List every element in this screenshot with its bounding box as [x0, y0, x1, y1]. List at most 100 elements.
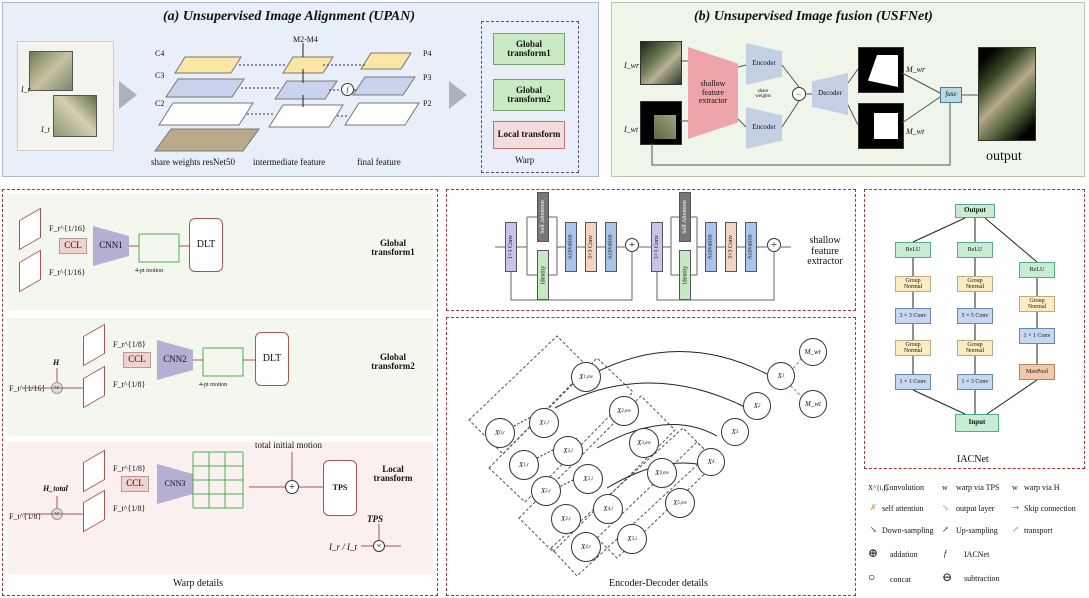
layer-p4: P4 [423, 49, 432, 58]
g1-dlt: DLT [189, 218, 223, 272]
legend-subtraction: subtraction [964, 574, 1000, 583]
local-ft: F_t^{1/8} [113, 504, 146, 513]
self-attention-block: Self Attention [537, 192, 549, 242]
conv1x1-block: 1×1 Conv [651, 222, 663, 272]
conv3x3-block: 3×3 Conv [725, 222, 737, 272]
local-tps-label: TPS [367, 514, 384, 524]
legend-sym-h: w [1012, 483, 1018, 492]
local-tps: TPS [323, 460, 357, 516]
warp-group [481, 21, 579, 173]
label-m2-m4: M2-M4 [293, 35, 318, 44]
upan-title: (a) Unsupervised Image Alignment (UPAN) [163, 9, 415, 24]
shallow-fe-connectors [495, 216, 791, 301]
g2-h: H [53, 358, 60, 367]
fuse-block: fuse [940, 87, 962, 103]
iac-c2-conv5: 5 × 5 Conv [957, 308, 993, 324]
legend-sym-conv: X^{i,j} [868, 484, 889, 492]
output-image [978, 47, 1036, 141]
node-mwr: M_wr [799, 338, 827, 366]
legend-sym-tps: w [942, 483, 948, 492]
caption-resnet: share weights resNet50 [151, 157, 235, 167]
input-image-ref [29, 51, 73, 91]
legend-panel: X^{i,j} Convolution w warp via TPS w war… [864, 472, 1085, 596]
warped-image-t-content [654, 115, 676, 139]
addition-icon: + [285, 480, 299, 494]
label-iwr: I_wr [624, 61, 640, 70]
iac-c2-gn2: Group Normal [957, 340, 993, 356]
g2-name: Global transform2 [371, 351, 415, 371]
activation-block: Activation [745, 222, 757, 272]
usf-title: (b) Unsupervised Image fusion (USFNet) [694, 9, 933, 24]
warp-details-caption: Warp details [173, 578, 224, 589]
layer-c3: C3 [155, 71, 165, 80]
iac-c2-relu: ReLU [957, 242, 993, 258]
legend-sym-out: ↘ [942, 503, 949, 512]
encdec-caption: Encoder-Decoder details [609, 578, 708, 589]
arrow-right-icon [449, 81, 467, 109]
legend-sym-sub: ⊖ [942, 570, 953, 584]
iacnet-connectors [912, 217, 1038, 415]
legend-transport: transport [1024, 526, 1053, 535]
legend-iacnet: IACNet [964, 550, 990, 559]
local-tim: total initial motion [255, 440, 322, 450]
activation-block: Activation [705, 222, 717, 272]
subtraction-icon: – [792, 87, 806, 101]
legend-concat: concat [890, 575, 911, 584]
local-io: I_r / I_t [329, 542, 357, 552]
legend-sym-up: ↗ [942, 525, 949, 534]
label-mwt: M_wt [906, 127, 925, 136]
shallow-fe-label: shallow feature extractor [807, 235, 843, 268]
legend-sym-iac: f [944, 549, 947, 558]
legend-warp-tps: warp via TPS [956, 483, 1000, 492]
addition-icon: + [625, 238, 639, 252]
encdec-drawing [468, 335, 806, 577]
iac-c1-conv1: 1 × 1 Conv [895, 374, 931, 390]
legend-sym-concat: ○ [868, 570, 876, 584]
local-h: H_total [43, 484, 68, 493]
g2-dlt: DLT [255, 332, 289, 386]
label-it: I_t [41, 125, 50, 134]
warp-local-transform: Local transform [493, 121, 565, 149]
mask-wt-white [874, 113, 898, 139]
usf-panel: (b) Unsupervised Image fusion (USFNet) I… [611, 2, 1085, 177]
g1-ccl: CCL [59, 238, 87, 254]
layer-c2: C2 [155, 99, 165, 108]
local-fr: F_r^{1/8} [113, 464, 146, 473]
activation-block: Activation [565, 222, 577, 272]
legend-sym-attn: ✗ [870, 503, 877, 512]
iac-c3-relu: ReLU [1019, 262, 1055, 278]
output-label: output [986, 149, 1022, 164]
g1-motion: 4-pt motion [135, 268, 164, 274]
share-weights-label: share weights [755, 89, 771, 99]
layer-c4: C4 [155, 49, 165, 58]
local-name: Local transform [373, 463, 413, 483]
shallow-fe-panel: 1×1 Conv Self Attention Identity Activat… [446, 189, 856, 311]
iac-c3-conv1: 1 × 1 Conv [1019, 328, 1055, 344]
legend-up-sampling: Up-sampling [956, 526, 998, 535]
layer-p2: P2 [423, 99, 432, 108]
iac-c1-relu: ReLU [895, 242, 931, 258]
legend-sym-skip: ⇢ [1012, 503, 1019, 512]
warped-image-r [640, 41, 682, 85]
g1-fr: F_r^{1/16} [49, 224, 86, 233]
g2-ccl: CCL [123, 352, 151, 368]
g2-section [7, 318, 433, 436]
layer-p3: P3 [423, 73, 432, 82]
upan-layers-drawing [154, 43, 420, 152]
g2-fr: F_r^{1/8} [113, 340, 146, 349]
legend-addation: addation [890, 550, 918, 559]
node-mwt: M_wt [799, 390, 827, 418]
